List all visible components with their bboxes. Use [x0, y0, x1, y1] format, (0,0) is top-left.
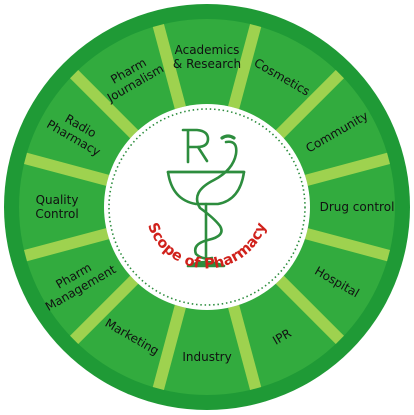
segment-divider: [275, 70, 344, 139]
segment-divider: [304, 228, 391, 262]
segment-label: Academics& Research: [173, 43, 241, 71]
segment-divider: [70, 70, 139, 139]
segment-divider: [70, 275, 139, 344]
segment-divider: [23, 152, 110, 186]
segment-divider: [228, 23, 262, 110]
segment-divider: [23, 228, 110, 262]
segment-drug-control: Drug control: [320, 200, 395, 214]
segment-label: Drug control: [320, 200, 395, 214]
segment-label-line: Drug control: [320, 200, 395, 214]
segment-industry: Industry: [182, 350, 231, 364]
rx-serpent-cup-icon: [166, 128, 246, 268]
segment-divider: [275, 275, 344, 344]
segment-label-line: Industry: [182, 350, 231, 364]
segment-divider: [304, 152, 391, 186]
segment-label-line: & Research: [173, 57, 241, 71]
segment-divider: [152, 23, 186, 110]
segment-academics-research: Academics& Research: [173, 43, 241, 71]
center-dotted-border: [108, 108, 306, 306]
segment-divider: [152, 304, 186, 391]
segment-divider: [228, 304, 262, 391]
segment-label-line: Control: [35, 207, 78, 221]
segment-label: Industry: [182, 350, 231, 364]
segment-label-line: Academics: [175, 43, 240, 57]
segment-label-line: Quality: [36, 193, 79, 207]
